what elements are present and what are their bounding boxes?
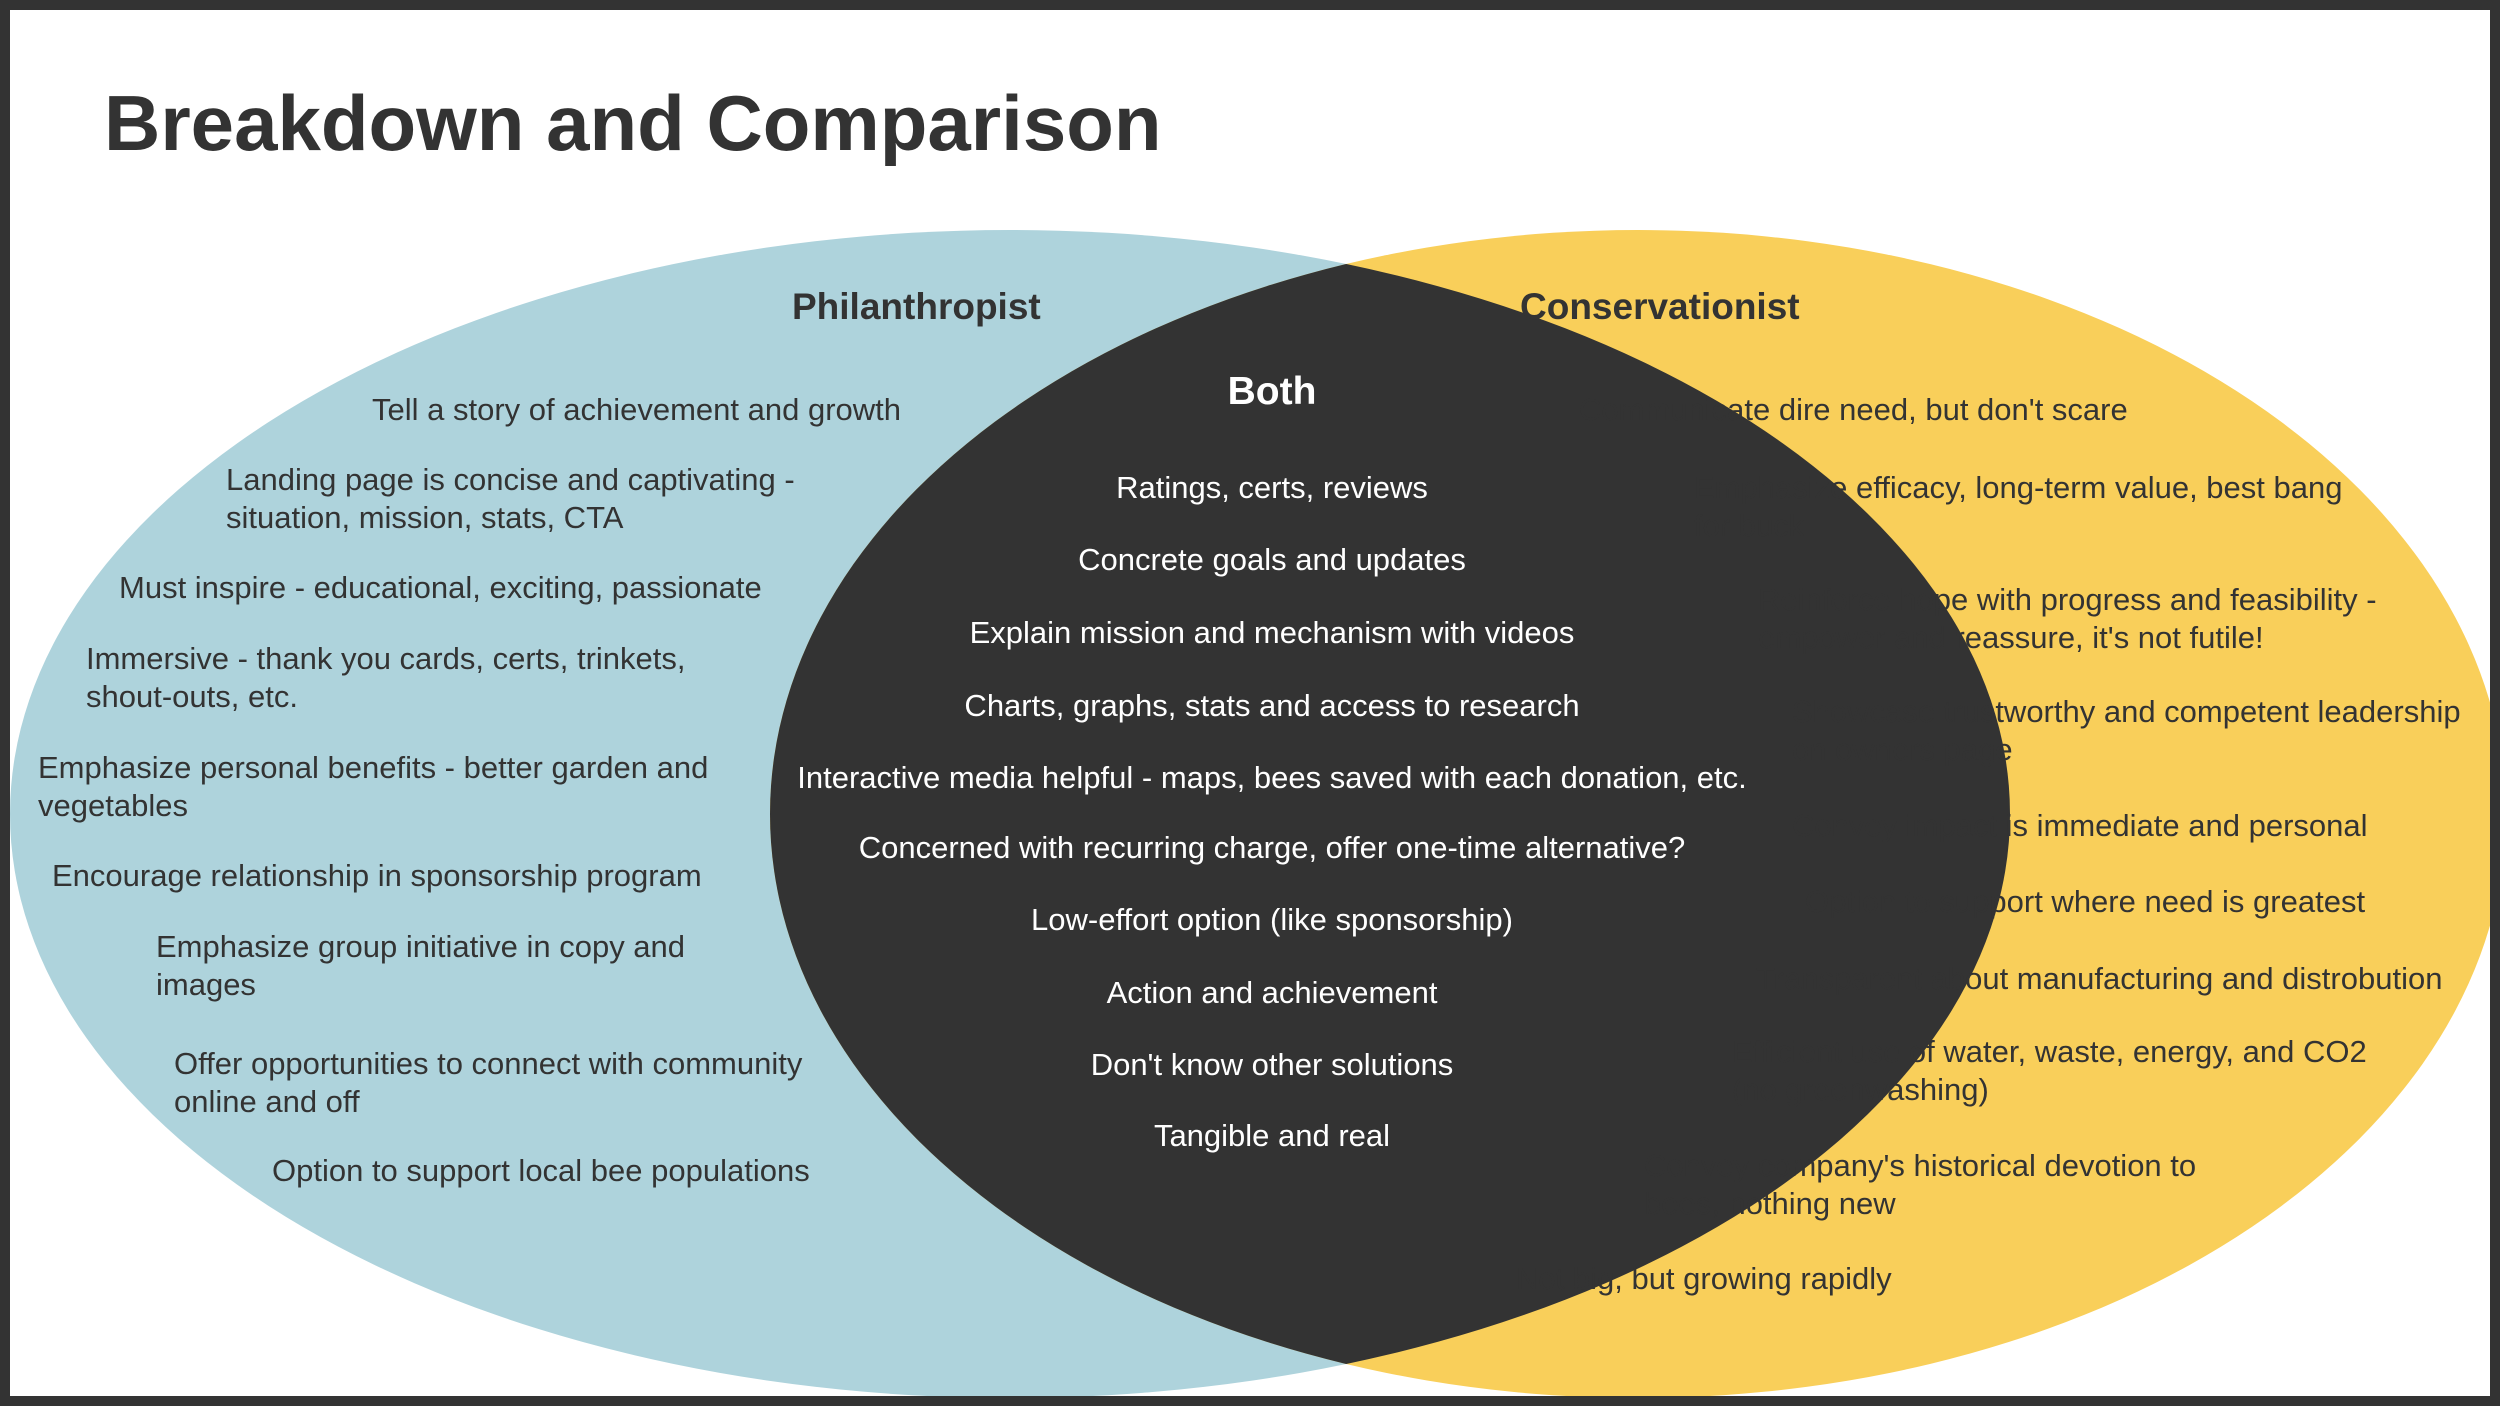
philanthropist-item: Emphasize group initiative in copy and i… — [156, 929, 686, 1002]
both-item: Interactive media helpful - maps, bees s… — [797, 760, 1747, 795]
philanthropist-item: Emphasize personal benefits - better gar… — [38, 750, 709, 823]
conservationist-item: Option to support where need is greatest — [1805, 884, 2366, 919]
conservationist-item: Transparent about manufacturing and dist… — [1756, 961, 2443, 996]
philanthropist-item: Must inspire - educational, exciting, pa… — [119, 570, 762, 605]
conservationist-item: Reinforce hope with progress and feasibi… — [1758, 582, 2377, 655]
philanthropist-item: Offer opportunities to connect with comm… — [174, 1046, 803, 1119]
philanthropist-item: Landing page is concise and captivating … — [226, 462, 795, 535]
conservationist-item: Emphasize efficacy, long-term value, bes… — [1694, 470, 2343, 543]
conservationist-heading: Conservationist — [1520, 286, 1800, 327]
philanthropist-item: Option to support local bee populations — [272, 1153, 810, 1188]
both-item: Tangible and real — [1153, 1118, 1391, 1153]
philanthropist-item: Immersive - thank you cards, certs, trin… — [86, 641, 686, 714]
venn-diagram — [10, 230, 2490, 1396]
intersection-region — [770, 230, 2010, 1396]
page-title: Breakdown and Comparison — [104, 79, 1162, 167]
both-item: Explain mission and mechanism with video… — [969, 615, 1575, 650]
both-item: Action and achievement — [1106, 975, 1438, 1010]
conservationist-item: Convey company's historical devotion to … — [1644, 1148, 2197, 1221]
conservationist-item: Showcase trustworthy and competent leade… — [1792, 694, 2461, 767]
both-item: Don't know other solutions — [1090, 1047, 1454, 1082]
both-item: Low-effort option (like sponsorship) — [1031, 902, 1513, 937]
conservationist-item: Convey impact is immediate and personal — [1792, 808, 2368, 843]
philanthropist-item: Tell a story of achievement and growth — [372, 392, 901, 427]
philanthropist-heading: Philanthropist — [792, 286, 1041, 327]
conservationist-item: Communicate dire need, but don't scare — [1579, 392, 2128, 427]
both-item: Ratings, certs, reviews — [1116, 470, 1428, 505]
both-item: Concerned with recurring charge, offer o… — [858, 830, 1686, 865]
conservationist-item: Efficient use of water, waste, energy, a… — [1732, 1034, 2367, 1107]
conservationist-item: Not big, but growing rapidly — [1516, 1261, 1892, 1296]
both-item: Charts, graphs, stats and access to rese… — [964, 688, 1580, 723]
both-item: Concrete goals and updates — [1078, 542, 1466, 577]
both-heading: Both — [1227, 370, 1317, 413]
philanthropist-item: Encourage relationship in sponsorship pr… — [52, 858, 702, 893]
